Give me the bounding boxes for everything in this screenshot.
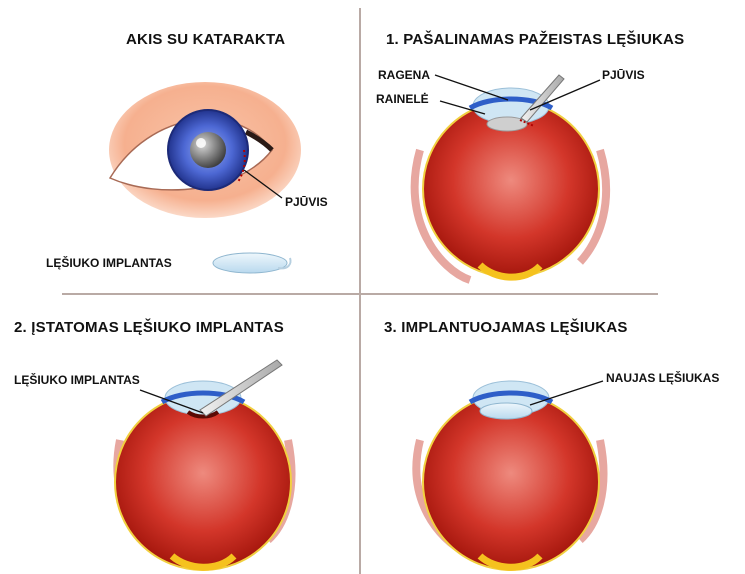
- eyeball-step3: [416, 381, 603, 570]
- iris-label: RAINELĖ: [376, 92, 429, 106]
- eyeball-step1: [415, 88, 606, 280]
- cornea-label: RAGENA: [378, 68, 430, 82]
- lens-implant-label: LĘŠIUKO IMPLANTAS: [46, 256, 172, 270]
- cornea-pointer: [435, 75, 508, 100]
- incision-label-step1: PJŪVIS: [602, 68, 645, 82]
- cataract-eye-illustration: [109, 82, 301, 218]
- new-lens-label: NAUJAS LĘŠIUKAS: [606, 371, 719, 385]
- panel-title-step-3: 3. IMPLANTUOJAMAS LĘŠIUKAS: [384, 319, 628, 336]
- lens-implant-label-step2: LĘŠIUKO IMPLANTAS: [14, 373, 140, 387]
- panel-title-step-2: 2. ĮSTATOMAS LĘŠIUKO IMPLANTAS: [14, 319, 284, 336]
- incision-label: PJŪVIS: [285, 195, 328, 209]
- panel-title-step-1: 1. PAŠALINAMAS PAŽEISTAS LĘŠIUKAS: [386, 31, 684, 48]
- lens-implant-illustration: [213, 253, 291, 273]
- panel-title-cataract-eye: AKIS SU KATARAKTA: [126, 31, 285, 48]
